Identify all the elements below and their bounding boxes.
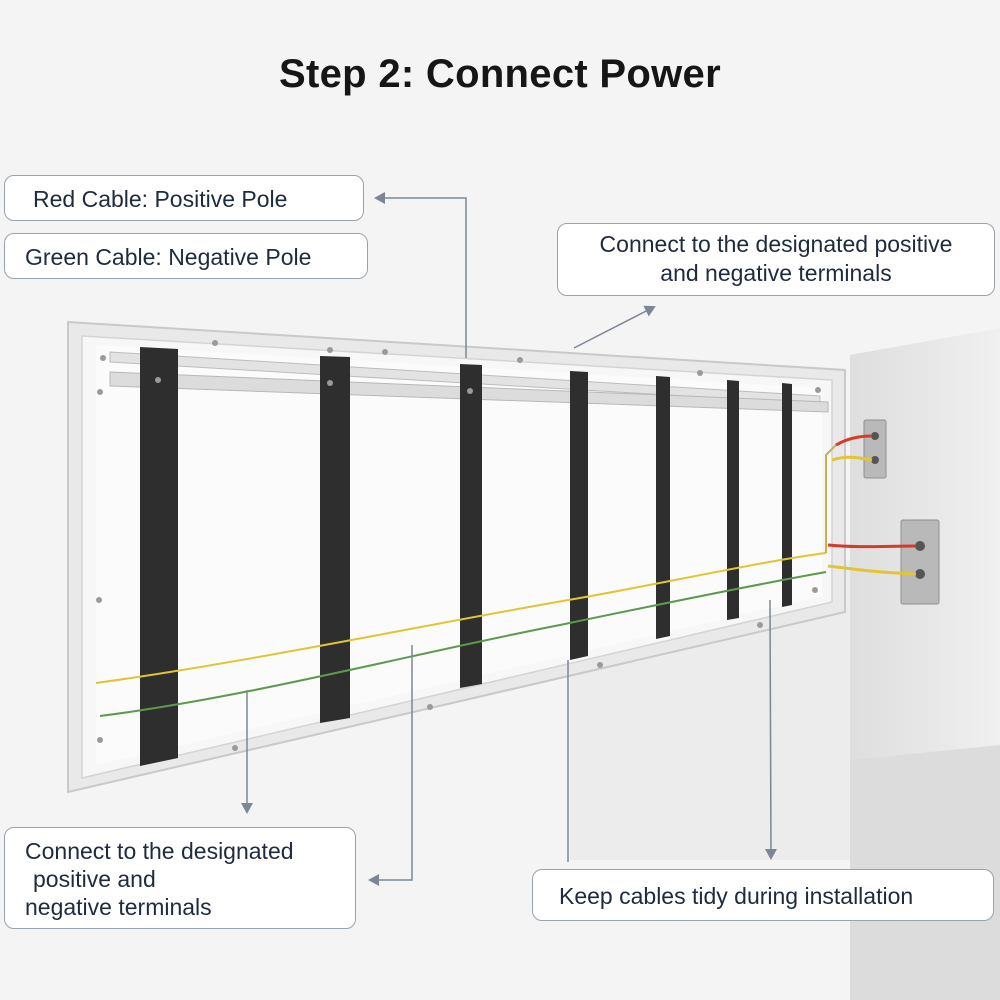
callout-line: Connect to the designated positive: [599, 231, 953, 257]
page-title: Step 2: Connect Power: [279, 52, 721, 96]
arrow-icon: [374, 192, 467, 358]
terminal-plate-icon: [863, 419, 940, 605]
callout-line: Connect to the designated: [25, 838, 294, 864]
support-straps: [140, 347, 792, 766]
leader-lines: [241, 192, 777, 886]
callout-line: negative terminals: [25, 894, 212, 920]
callout-green-cable: Green Cable: Negative Pole: [4, 233, 368, 279]
callout-line: and negative terminals: [660, 260, 892, 286]
arrow-icon: [368, 645, 413, 886]
screws: [96, 340, 821, 751]
callout-line: positive and: [33, 866, 156, 892]
cable-bundle: [95, 444, 837, 717]
callout-red-cable: Red Cable: Positive Pole: [4, 175, 364, 221]
arrow-icon: [573, 305, 656, 349]
callout-connect-terminals-bottom: Connect to the designated positive and n…: [4, 827, 356, 929]
callout-connect-terminals-top: Connect to the designated positive and n…: [557, 223, 995, 296]
callout-keep-cables-tidy: Keep cables tidy during installation: [532, 869, 994, 921]
arrow-icon: [764, 599, 777, 860]
terminal-wires: [827, 434, 917, 576]
panel-frame: [67, 320, 846, 794]
